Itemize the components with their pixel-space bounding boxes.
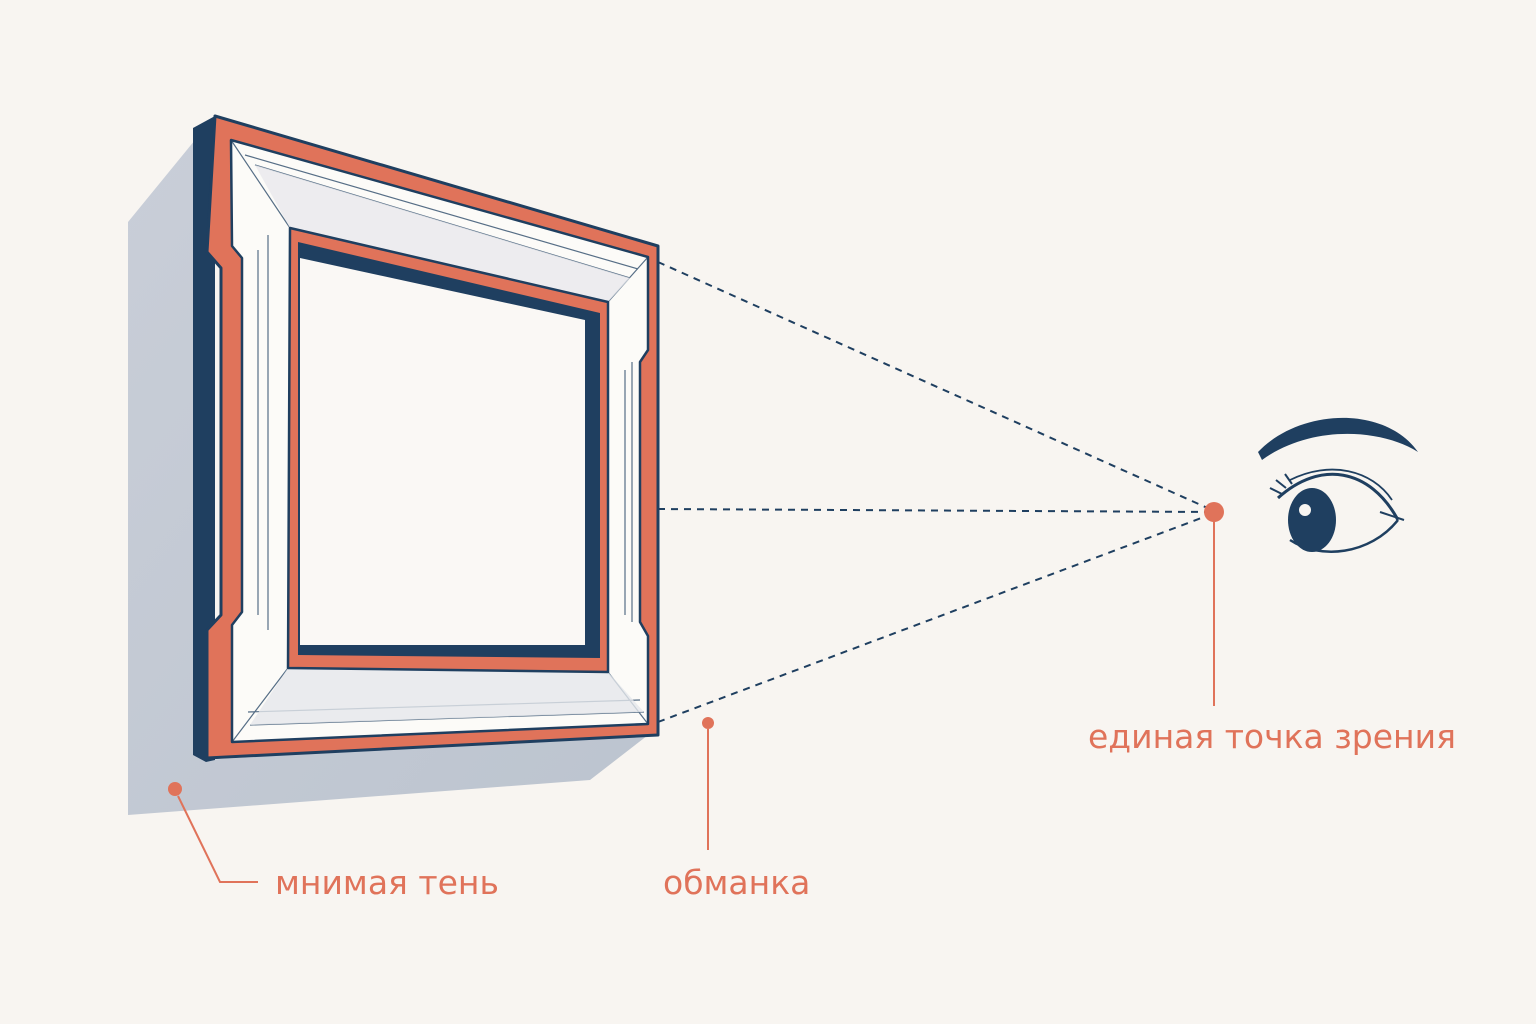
pupil-highlight <box>1299 504 1311 516</box>
frame-outer-side <box>193 116 215 762</box>
sight-line-top <box>657 261 1213 511</box>
label-shadow: мнимая тень <box>275 863 499 902</box>
eye-icon <box>1258 417 1418 553</box>
viewpoint-dot <box>1204 502 1224 522</box>
sight-line-middle <box>657 508 1213 513</box>
eyebrow <box>1258 417 1418 460</box>
molding-shade-bottom <box>250 668 644 725</box>
trompe-loeil-dot <box>702 717 714 729</box>
sight-line-bottom <box>657 513 1213 723</box>
picture-frame <box>193 114 660 762</box>
imaginary-shadow <box>128 140 652 815</box>
iris <box>1288 488 1336 552</box>
shadow-dot <box>168 782 182 796</box>
eyelashes <box>1269 473 1293 495</box>
sight-lines <box>657 261 1213 723</box>
eye-upper-lid <box>1276 472 1400 521</box>
eye-crease <box>1289 468 1393 501</box>
frame-canvas <box>300 258 585 645</box>
eye-tail <box>1379 511 1405 521</box>
label-viewpoint: единая точка зрения <box>1088 717 1456 756</box>
shadow-leader <box>177 795 258 883</box>
molding-shade <box>255 165 630 302</box>
label-trompe-loeil: обманка <box>663 863 810 902</box>
